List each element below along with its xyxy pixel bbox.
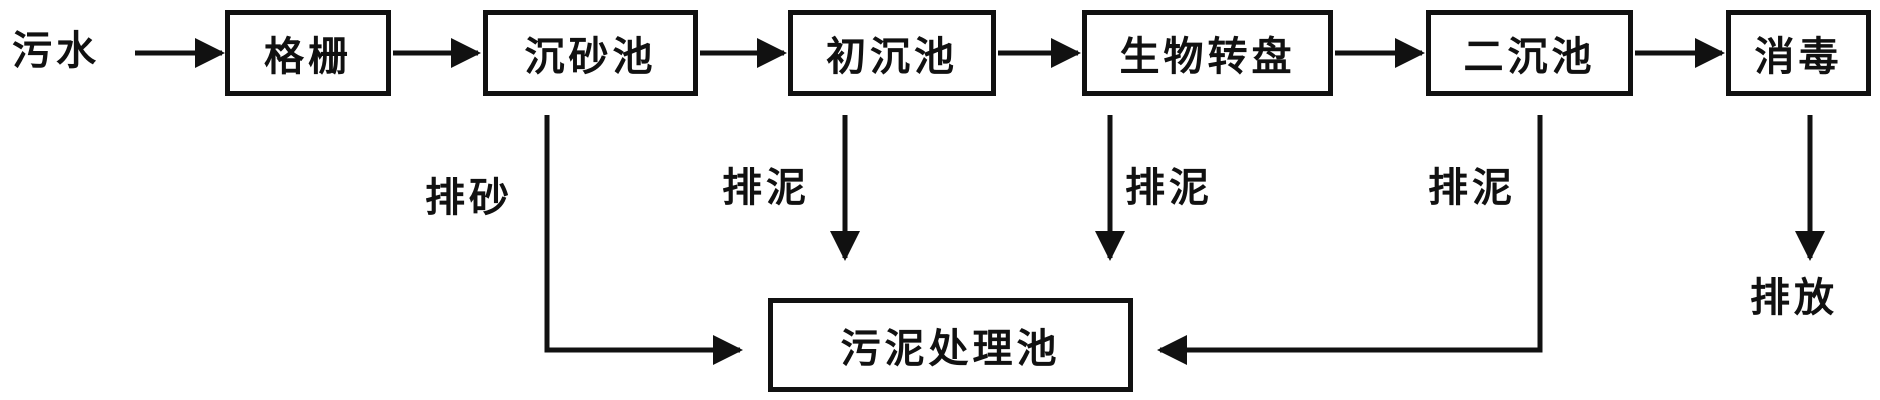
- stage-box-primary-clarifier: 初沉池: [788, 10, 996, 96]
- sludge-discharge-label-bio: 排泥: [1125, 165, 1213, 211]
- arrow-grit-discharge: [544, 115, 743, 365]
- stage-box-biological-contactor: 生物转盘: [1082, 10, 1333, 96]
- sludge-discharge-label-secondary: 排泥: [1428, 165, 1516, 211]
- sludge-treatment-tank-box: 污泥处理池: [768, 298, 1133, 392]
- stage-box-secondary-clarifier: 二沉池: [1426, 10, 1633, 96]
- stage-box-disinfection: 消毒: [1726, 10, 1871, 96]
- input-label: 污水: [12, 28, 100, 74]
- stage-box-screen: 格栅: [225, 10, 391, 96]
- stage-box-grit-chamber: 沉砂池: [483, 10, 698, 96]
- grit-discharge-label: 排砂: [425, 175, 513, 221]
- arrow-secondary-sludge: [1157, 115, 1543, 365]
- sludge-discharge-label-primary: 排泥: [722, 165, 810, 211]
- effluent-label: 排放: [1750, 275, 1838, 321]
